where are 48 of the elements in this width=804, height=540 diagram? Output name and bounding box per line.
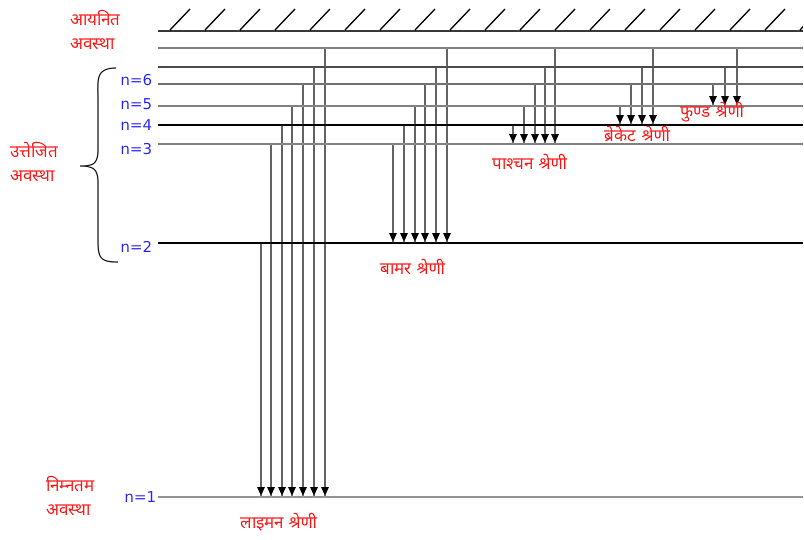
transition-arrow [649, 49, 657, 124]
transition-arrow [421, 85, 429, 242]
energy-level-line [158, 105, 803, 107]
series-label: फुण्ड श्रेणी [680, 100, 746, 124]
transition-arrow [541, 68, 549, 143]
series-label: बामर श्रेणी [380, 258, 446, 281]
transition-arrow [531, 85, 539, 143]
state-label: उत्तेजित अवस्था [10, 140, 59, 188]
transition-arrow [411, 107, 419, 242]
transition-arrow [278, 126, 286, 496]
transition-arrow [616, 107, 624, 124]
transition-arrow [733, 49, 741, 105]
transition-arrow [509, 126, 517, 143]
transition-arrow [310, 68, 318, 496]
transition-arrow [709, 85, 717, 105]
series-label: पाश्चन श्रेणी [492, 152, 568, 176]
transition-arrow [520, 107, 528, 143]
transition-arrow [432, 68, 440, 242]
state-label: आयनित अवस्था [70, 8, 121, 56]
state-label: निम्नतम अवस्था [46, 474, 96, 522]
transition-arrow [721, 68, 729, 105]
transition-arrow [551, 49, 559, 143]
series-label: ब्रेकेट श्रेणी [604, 124, 672, 148]
level-number: n=3 [119, 140, 152, 158]
transition-arrow [267, 145, 275, 496]
transition-arrow [257, 244, 265, 496]
transition-arrow [400, 126, 408, 242]
transition-arrow [443, 49, 451, 242]
energy-level-line [158, 143, 803, 145]
transition-arrow [321, 49, 329, 496]
level-number: n=1 [123, 488, 156, 506]
transition-arrow [299, 85, 307, 496]
level-number: n=6 [119, 71, 152, 89]
transition-arrow [638, 68, 646, 124]
transition-arrow [389, 145, 397, 242]
transition-arrow [288, 107, 296, 496]
energy-level-line [158, 242, 803, 244]
level-number: n=2 [119, 238, 152, 256]
level-number: n=4 [119, 116, 152, 134]
energy-level-line [158, 124, 803, 126]
energy-level-line [158, 47, 803, 49]
energy-level-line [158, 496, 803, 498]
level-number: n=5 [119, 95, 152, 113]
ionization-limit-line [158, 7, 803, 33]
energy-level-line [158, 83, 803, 85]
energy-level-line [158, 66, 803, 68]
transition-arrow [627, 85, 635, 124]
series-label: लाइमन श्रेणी [240, 512, 318, 535]
